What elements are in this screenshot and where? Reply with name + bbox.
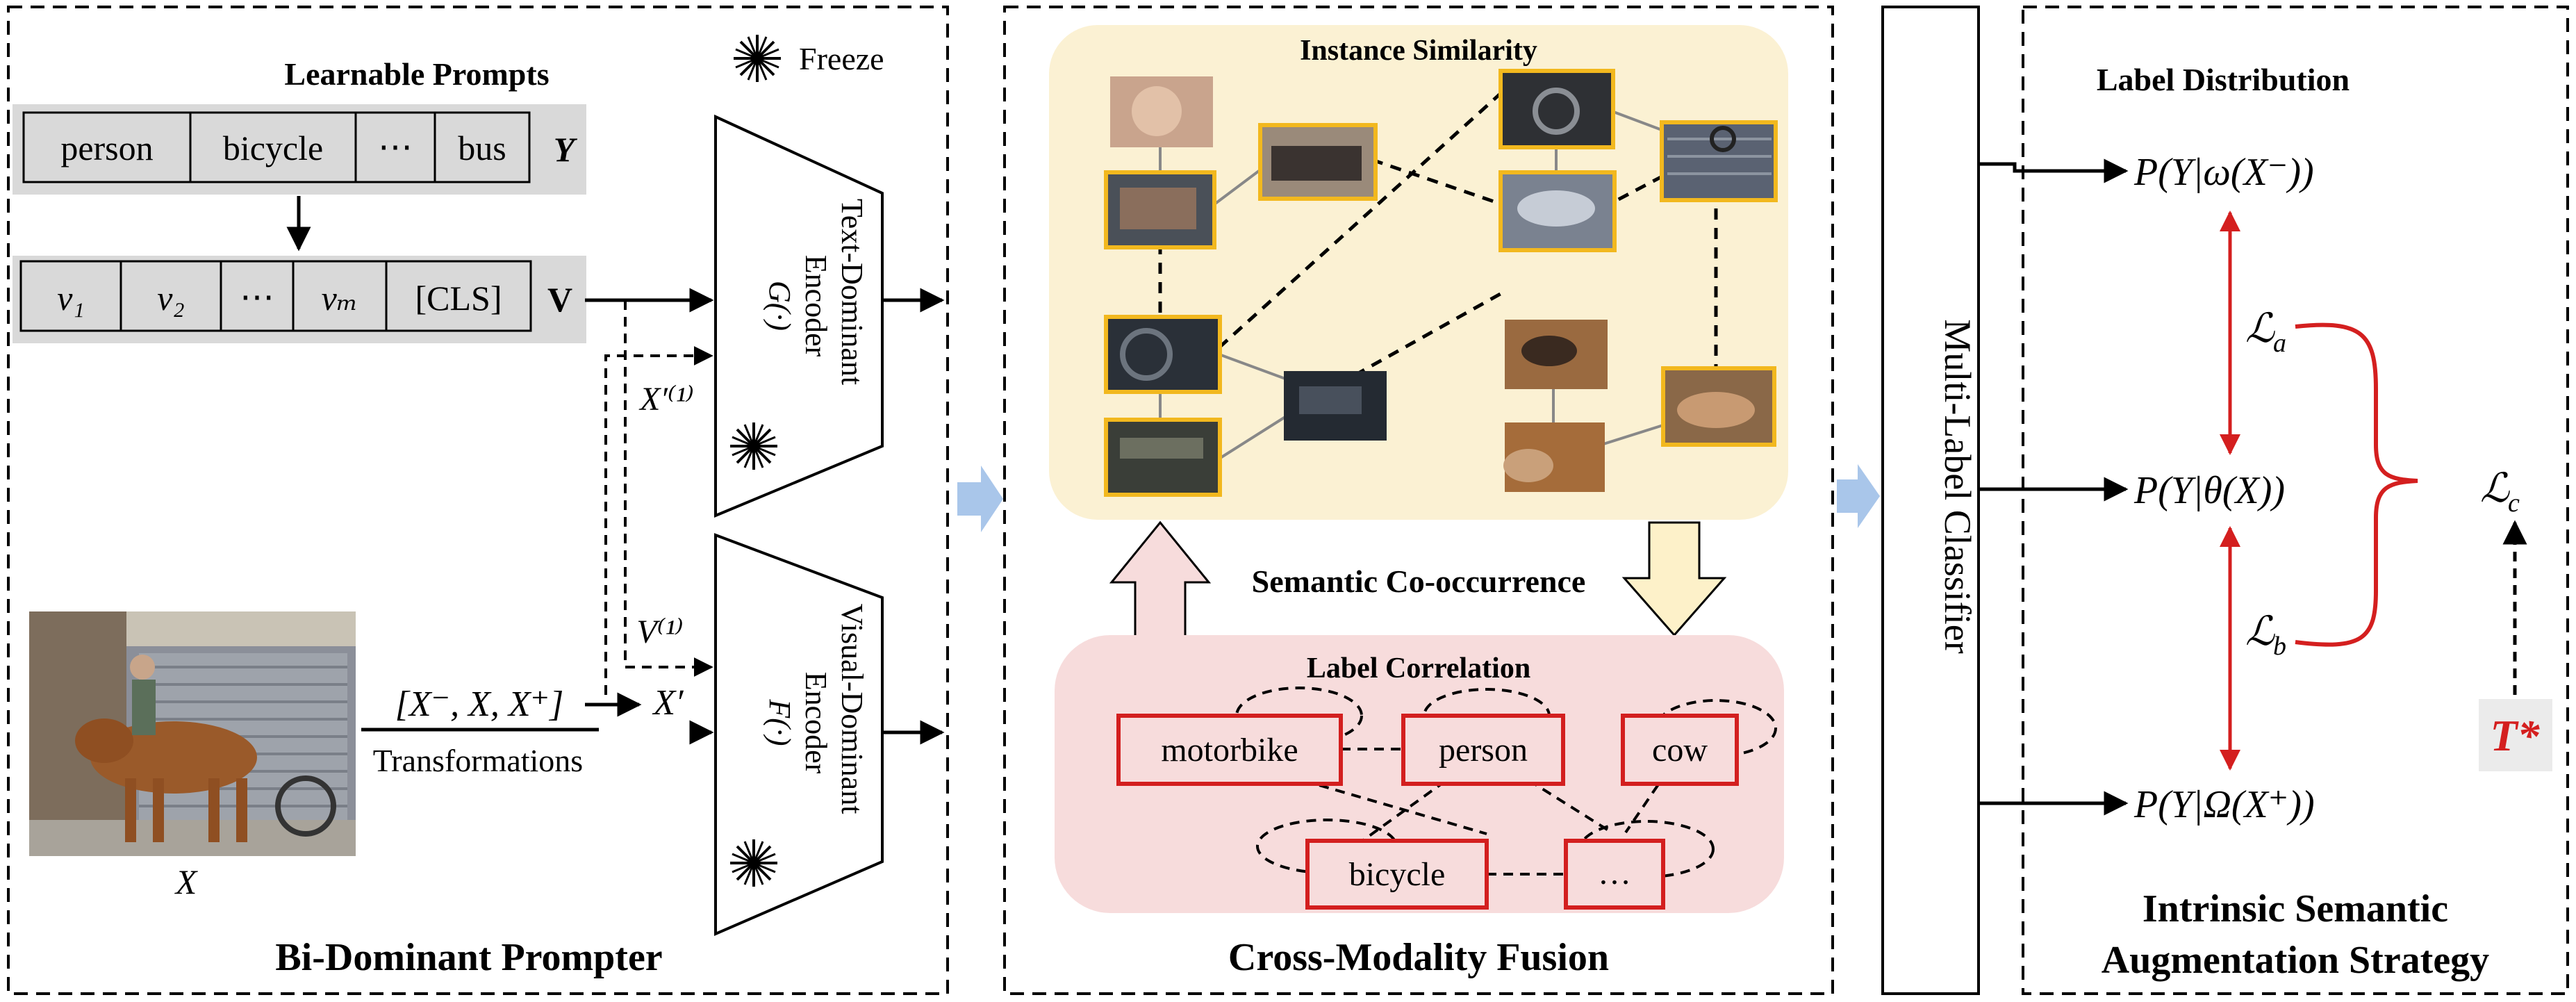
t-star-box [2479, 699, 2552, 771]
visual-encoder-fn: F(·) [763, 698, 797, 746]
text-encoder-freeze-icon [729, 421, 779, 471]
semantic-cooccurrence-label: Semantic Co-occurrence [1252, 564, 1586, 599]
instance-thumbnail [1498, 69, 1615, 149]
image-label-x: X [174, 862, 199, 901]
loss-a-symbol: ℒ [2245, 306, 2275, 351]
classifier-label: Multi-Label Classifier [1937, 319, 1979, 653]
node-motorbike: motorbike [1116, 714, 1343, 786]
node-bicycle-label: bicycle [1349, 856, 1446, 893]
label-correlation-title: Label Correlation [1307, 652, 1530, 684]
learnable-prompts-title: Learnable Prompts [284, 56, 549, 92]
loss-c: ℒ c [2480, 466, 2520, 518]
classifier-panel: Multi-Label Classifier [1881, 6, 1980, 995]
prompt-token-bus: bus [458, 129, 506, 167]
down-arrow [1621, 521, 1727, 637]
instance-thumbnail [1503, 422, 1605, 492]
learnable-prompts-row: person bicycle ⋯ bus Y [13, 104, 586, 195]
text-dominant-encoder: Text-Dominant Encoder G(·) [714, 114, 884, 518]
flow-arrow-2 [1837, 464, 1880, 528]
freeze-label: Freeze [799, 41, 884, 76]
loss-b-subscript: b [2273, 632, 2286, 661]
instance-thumbnail [1505, 320, 1608, 389]
to-p-minus-arrow [1979, 158, 2129, 183]
vector-token-vm: vₘ [322, 279, 358, 318]
loss-c-symbol: ℒ [2480, 466, 2510, 511]
node-motorbike-label: motorbike [1161, 732, 1298, 769]
instance-thumbnail [1110, 76, 1213, 147]
instance-thumbnail [1104, 170, 1216, 249]
instance-thumbnail [1104, 418, 1222, 497]
prompt-token-ellipsis: ⋯ [378, 127, 413, 166]
input-image: X [29, 611, 356, 901]
instance-dashed-edges [1158, 89, 1718, 377]
label-distribution-title: Label Distribution [2097, 62, 2350, 97]
loss-a-subscript: a [2273, 329, 2286, 358]
visual-encoder-name2: Encoder [799, 672, 833, 774]
visual-encoder-name: Visual-Dominant [835, 604, 869, 814]
up-arrow [1109, 520, 1212, 638]
transformations-label: Transformations [373, 743, 583, 778]
x-prime-label: X′ [652, 683, 684, 723]
node-ellipsis: … [1564, 839, 1665, 910]
p-mid: P(Y|θ(X)) [2133, 469, 2285, 512]
prompt-token-bicycle: bicycle [223, 129, 323, 167]
text-encoder-name2: Encoder [799, 255, 833, 357]
vector-token-cls: [CLS] [415, 279, 502, 318]
text-encoder-fn: G(·) [763, 281, 797, 331]
loss-brace [2295, 322, 2418, 647]
v-1-label: V⁽¹⁾ [636, 614, 683, 650]
p-minus: P(Y|ω(X⁻)) [2133, 151, 2314, 194]
loss-c-subscript: c [2508, 488, 2520, 518]
instance-thumbnail [1258, 123, 1378, 201]
loss-b: ℒ b [2245, 609, 2286, 661]
text-encoder-name: Text-Dominant [835, 199, 869, 385]
node-person-label: person [1439, 732, 1528, 769]
freeze-icon [732, 33, 782, 83]
instance-thumbnail [1498, 170, 1617, 252]
node-cow-label: cow [1652, 732, 1708, 769]
vector-symbol-v: V [547, 280, 572, 319]
x-prime-1-label: X′⁽¹⁾ [638, 381, 694, 418]
loss-a: ℒ a [2245, 306, 2286, 358]
transform-set-label: [X⁻, X, X⁺] [395, 684, 564, 724]
fusion-title: Cross-Modality Fusion [1228, 936, 1609, 979]
prompter-panel: Learnable Prompts person bicycle ⋯ bus Y… [7, 6, 949, 995]
prompt-symbol-y: Y [554, 130, 578, 169]
strategy-title-line2: Augmentation Strategy [2102, 939, 2489, 982]
prompter-title: Bi-Dominant Prompter [275, 936, 662, 979]
node-person: person [1401, 714, 1565, 786]
instance-thumbnail [1660, 120, 1778, 202]
vector-prompts-row: v₁ v₂ ⋯ vₘ [CLS] V [13, 256, 586, 343]
flow-arrow-1 [957, 466, 1003, 532]
strategy-title-line1: Intrinsic Semantic [2142, 887, 2448, 930]
vector-token-v1: v₁ [57, 279, 85, 318]
instance-thumbnail [1284, 371, 1387, 441]
instance-thumbnail [1104, 315, 1222, 394]
instance-thumbnail [1661, 366, 1776, 447]
visual-encoder-freeze-icon [729, 838, 779, 888]
visual-dominant-encoder: Visual-Dominant Encoder F(·) [714, 533, 884, 937]
instance-similarity-title: Instance Similarity [1300, 35, 1537, 67]
node-ellipsis-label: … [1598, 855, 1631, 892]
node-cow: cow [1621, 714, 1739, 786]
dashed-cross-connections [604, 300, 713, 695]
loss-b-symbol: ℒ [2245, 609, 2275, 654]
vector-token-v2: v₂ [157, 279, 185, 318]
vector-token-ellipsis: ⋯ [240, 277, 274, 316]
fusion-panel: Instance Similarity [1003, 6, 1834, 995]
prompt-token-person: person [60, 129, 153, 167]
p-plus: P(Y|Ω(X⁺)) [2133, 783, 2315, 826]
t-star-label: T* [2490, 711, 2540, 760]
strategy-panel: Label Distribution P(Y|ω(X⁻)) P(Y|θ(X)) … [1979, 6, 2569, 995]
node-bicycle: bicycle [1305, 839, 1489, 910]
